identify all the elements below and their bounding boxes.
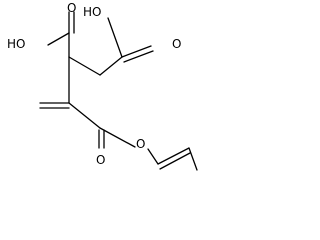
label-ester-carbonyl-o: O	[96, 153, 105, 167]
bond-ch2-to-cooh	[99, 56, 123, 76]
label-left-cooh-oh: HO	[7, 37, 25, 51]
atom-labels: HO O HO O O O	[7, 1, 181, 167]
bond-right-cooh-co-b	[123, 50, 154, 63]
bond-o-to-vinyl	[147, 148, 159, 165]
label-right-cooh-oh: HO	[83, 5, 101, 19]
bond-vinylidene-to-ester	[68, 102, 101, 129]
label-right-cooh-o: O	[172, 37, 181, 51]
label-left-cooh-o: O	[67, 1, 76, 15]
bond-ester-c-o	[99, 127, 136, 148]
bond-vinyl-double-a	[157, 147, 190, 165]
bond-right-cooh-oh	[107, 17, 123, 58]
bond-right-cooh-co-a	[121, 45, 152, 58]
label-ester-ether-o: O	[136, 137, 145, 151]
bonds	[39, 11, 198, 171]
bond-left-cooh-oh	[47, 32, 70, 46]
chemical-structure: HO O HO O O O	[7, 1, 198, 171]
bond-vinyl-to-methyl	[188, 147, 198, 171]
bond-ch-to-ch2	[68, 56, 101, 76]
bond-vinyl-double-b	[159, 152, 191, 170]
